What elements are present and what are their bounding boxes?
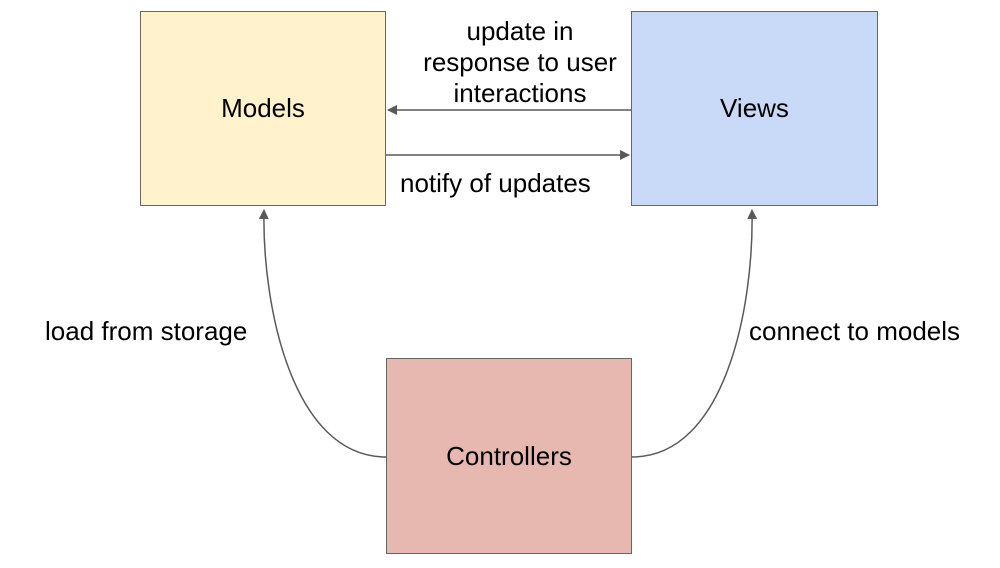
views-label: Views (720, 93, 789, 123)
controllers-to-views-label: connect to models (749, 316, 961, 346)
views-box: Views (631, 11, 878, 206)
views-to-models-label-line-2: response to user (423, 47, 617, 77)
controllers-label: Controllers (446, 440, 572, 471)
arrow-controllers-to-views (631, 209, 758, 458)
views-to-models-label-line-3: interactions (453, 78, 587, 108)
views-to-models-label-line-1: update in (466, 16, 574, 46)
controllers-to-models-label: load from storage (45, 316, 248, 346)
models-to-views-label: notify of updates (400, 168, 591, 198)
controllers-box: Controllers (386, 358, 632, 554)
models-label: Models (221, 93, 305, 123)
views-to-models-label: update in response to user interactions (405, 16, 635, 109)
arrow-controllers-to-models (258, 209, 387, 458)
models-box: Models (140, 11, 386, 206)
